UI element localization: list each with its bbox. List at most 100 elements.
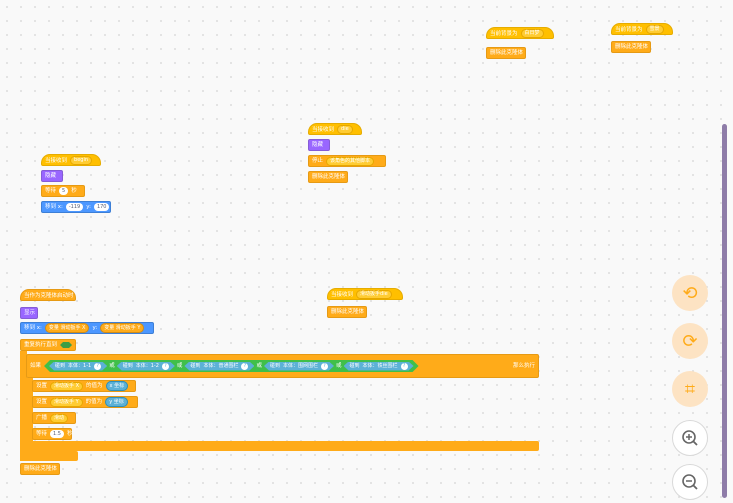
hide-block[interactable]: 隐藏 <box>41 170 63 182</box>
question-mark: ? <box>401 363 408 370</box>
clean-up-button[interactable]: ⌗ <box>672 371 708 407</box>
delete-clone-block[interactable]: 删除此克隆体 <box>327 306 367 318</box>
block-label: 碰到 <box>122 362 133 369</box>
or-label: 或 <box>256 363 262 369</box>
when-receive-block[interactable]: 当接收到 begin <box>41 154 101 166</box>
target-dropdown[interactable]: 本体：1-2 <box>135 362 159 369</box>
block-label: 当前背景为 <box>490 30 518 37</box>
x-input[interactable]: -119 <box>65 203 84 211</box>
if-block[interactable]: 如果 碰到 本体：1-1 ? 或 碰到 本体：1-2 ? 或 碰到 本体：普通围… <box>26 354 539 378</box>
block-label: 移到 x: <box>45 204 63 210</box>
scrollbar-thumb[interactable] <box>722 124 727 498</box>
block-label: 碰到 <box>55 362 66 369</box>
block-label: 隐藏 <box>312 142 324 148</box>
block-label: 的值为 <box>86 383 103 389</box>
x-position-reporter[interactable]: x 坐标 <box>105 381 129 391</box>
repeat-bottom-arm <box>20 451 78 461</box>
y-label: y: <box>86 204 91 210</box>
y-position-reporter[interactable]: y 坐标 <box>105 397 128 407</box>
message-dropdown[interactable]: 滑动 <box>50 413 69 423</box>
question-mark: ? <box>162 363 169 370</box>
stop-option-dropdown[interactable]: 该角色的其他脚本 <box>326 156 375 166</box>
crop-icon: ⌗ <box>684 378 696 400</box>
variable-dropdown[interactable]: 滑动扳手 X <box>50 381 84 391</box>
block-label: 显示 <box>24 310 36 316</box>
touching-condition[interactable]: 碰到 本体：围网围栏 ? <box>264 362 334 371</box>
delete-clone-block[interactable]: 删除此克隆体 <box>486 47 526 59</box>
block-label: 等待 <box>45 188 57 194</box>
or-label: 或 <box>109 363 115 369</box>
when-clone-starts-block[interactable]: 当作为克隆体启动时 <box>20 289 76 301</box>
question-mark: ? <box>321 363 328 370</box>
target-dropdown[interactable]: 本体：1-1 <box>68 362 92 369</box>
zoom-out-button[interactable] <box>672 464 708 500</box>
zoom-in-button[interactable] <box>672 420 708 456</box>
empty-condition-slot[interactable] <box>60 342 72 348</box>
target-dropdown[interactable]: 本体：普通围栏 <box>203 362 239 369</box>
block-label: 设置 <box>36 399 48 405</box>
block-label: 删除此克隆体 <box>490 50 524 56</box>
backdrop-dropdown[interactable]: 白日梦 <box>520 29 544 38</box>
goto-xy-block[interactable]: 移到 x: -119 y: 170 <box>41 201 111 213</box>
touching-condition[interactable]: 碰到 本体：铁丝围栏 ? <box>344 362 414 371</box>
target-dropdown[interactable]: 本体：围网围栏 <box>282 362 318 369</box>
block-label: 重复执行直到 <box>24 342 58 348</box>
block-label: 设置 <box>36 383 48 389</box>
or-operator[interactable]: 碰到 本体：1-1 ? 或 碰到 本体：1-2 ? 或 碰到 本体：普通围栏 ?… <box>44 360 419 372</box>
when-backdrop-switches-block[interactable]: 当前背景为 白日梦 <box>486 27 554 39</box>
block-label: 移到 x: <box>24 325 42 331</box>
when-receive-block[interactable]: 当接收到 die <box>308 123 362 135</box>
message-dropdown[interactable]: begin <box>70 156 92 165</box>
wait-input[interactable]: 5 <box>59 187 69 195</box>
backdrop-dropdown[interactable]: 雪景 <box>645 25 664 34</box>
block-label: 删除此克隆体 <box>615 44 649 50</box>
touching-condition[interactable]: 碰到 本体：1-1 ? <box>49 362 107 371</box>
block-label: 广播 <box>36 415 48 421</box>
variable-reporter[interactable]: 变量 滑动扳手 X <box>44 323 90 333</box>
set-variable-block[interactable]: 设置 滑动扳手 X 的值为 x 坐标 <box>32 380 136 392</box>
redo-icon: ⟳ <box>682 330 698 352</box>
zoom-out-icon <box>682 474 698 490</box>
or-label: 或 <box>176 363 183 369</box>
hide-block[interactable]: 隐藏 <box>308 139 330 151</box>
block-label: 当接收到 <box>331 291 354 298</box>
block-label: 当接收到 <box>45 157 68 164</box>
variable-reporter[interactable]: 变量 滑动扳手 Y <box>100 323 145 333</box>
unit-label: 秒 <box>71 188 77 194</box>
delete-clone-block[interactable]: 删除此克隆体 <box>308 171 348 183</box>
when-backdrop-switches-block[interactable]: 当前背景为 雪景 <box>611 23 673 35</box>
block-label: 当前背景为 <box>615 26 643 33</box>
block-label: 当接收到 <box>312 126 335 133</box>
wait-block[interactable]: 等待 5 秒 <box>41 185 85 197</box>
when-receive-block[interactable]: 当接收到 滑动扳手die <box>327 288 403 300</box>
unit-label: 秒 <box>66 431 73 437</box>
show-block[interactable]: 显示 <box>20 307 38 319</box>
repeat-until-block[interactable]: 重复执行直到 <box>20 339 76 351</box>
stop-block[interactable]: 停止 该角色的其他脚本 <box>308 155 386 167</box>
delete-clone-block[interactable]: 删除此克隆体 <box>611 41 651 53</box>
target-dropdown[interactable]: 本体：铁丝围栏 <box>362 362 398 369</box>
set-variable-block[interactable]: 设置 滑动扳手 Y 的值为 y 坐标 <box>32 396 138 408</box>
undo-icon: ⟲ <box>682 282 698 304</box>
delete-clone-block[interactable]: 删除此克隆体 <box>20 463 60 475</box>
block-label: 碰到 <box>349 362 360 369</box>
goto-xy-block[interactable]: 移到 x: 变量 滑动扳手 X y: 变量 滑动扳手 Y <box>20 322 154 334</box>
redo-button[interactable]: ⟳ <box>672 323 708 359</box>
broadcast-block[interactable]: 广播 滑动 <box>32 412 76 424</box>
block-label: 删除此克隆体 <box>331 309 365 315</box>
variable-dropdown[interactable]: 滑动扳手 Y <box>50 397 83 407</box>
message-dropdown[interactable]: 滑动扳手die <box>356 290 392 299</box>
y-input[interactable]: 170 <box>93 203 110 211</box>
y-label: y: <box>92 325 98 331</box>
zoom-in-icon <box>682 430 698 446</box>
block-label: 碰到 <box>269 362 280 369</box>
then-label: 那么执行 <box>512 363 535 369</box>
undo-button[interactable]: ⟲ <box>672 275 708 311</box>
if-bottom-arm <box>26 441 539 451</box>
touching-condition[interactable]: 碰到 本体：普通围栏 ? <box>184 362 254 371</box>
block-label: 碰到 <box>190 362 201 369</box>
wait-input[interactable]: 1.5 <box>50 430 64 438</box>
touching-condition[interactable]: 碰到 本体：1-2 ? <box>117 362 175 371</box>
wait-block[interactable]: 等待 1.5 秒 <box>32 428 72 440</box>
message-dropdown[interactable]: die <box>337 125 353 134</box>
